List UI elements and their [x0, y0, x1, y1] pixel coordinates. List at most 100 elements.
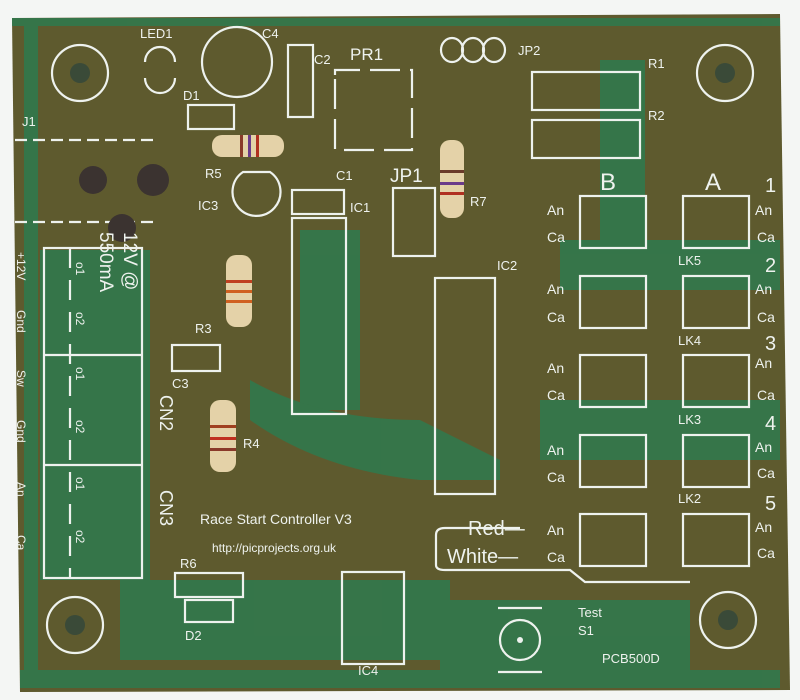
label-r4: R4: [243, 436, 260, 451]
pin-label-ca: Ca: [547, 387, 565, 403]
channel-4-label: 4: [765, 413, 776, 435]
column-b-label: B: [600, 169, 616, 196]
ic4-outline: [340, 570, 406, 666]
label-cn3: CN3: [156, 490, 176, 526]
diode-d1-outline: [186, 103, 236, 131]
label-ic4: IC4: [358, 663, 378, 678]
pin-label-ca: Ca: [757, 545, 775, 561]
pin-label-ca: Ca: [547, 549, 565, 565]
led-socket-outlines: [434, 194, 751, 584]
pin-label-an: An: [547, 522, 564, 538]
connector-label-sw: Sw: [14, 370, 28, 387]
capacitor-c1-outline: [290, 188, 346, 216]
resistors: [210, 135, 464, 472]
power-rating-line1: 12V @: [119, 232, 140, 290]
label-test: Test: [578, 605, 602, 620]
label-c3: C3: [172, 376, 189, 391]
led1-outline: [143, 45, 177, 95]
connector-label-12v: +12V: [14, 252, 28, 280]
pin-number: o2: [73, 420, 87, 434]
capacitor-c2-outline: [286, 43, 315, 119]
label-pr1: PR1: [350, 45, 383, 64]
connector-label-an: An: [14, 482, 28, 497]
label-s1: S1: [578, 623, 594, 638]
board-url: http://picprojects.org.uk: [212, 541, 337, 555]
channel-3-label: 3: [765, 333, 776, 355]
ic2-outline: [433, 276, 497, 496]
pin-label-ca: Ca: [757, 229, 775, 245]
pin-number: o2: [73, 312, 87, 326]
pin-label-an: An: [755, 439, 772, 455]
label-c2: C2: [314, 52, 331, 67]
connector-label-gnd: Gnd: [14, 310, 28, 333]
label-j1: J1: [22, 114, 36, 129]
channel-5-label: 5: [765, 493, 776, 515]
pin-label-ca: Ca: [547, 309, 565, 325]
label-jp2: JP2: [518, 43, 540, 58]
ic1-outline: [290, 216, 348, 416]
link-lk2-label: LK2: [678, 491, 701, 506]
pin-label-ca: Ca: [757, 465, 775, 481]
label-part-number: PCB500D: [602, 651, 660, 666]
column-a-label: A: [705, 169, 721, 196]
label-ic1: IC1: [350, 200, 370, 215]
label-c4: C4: [262, 26, 279, 41]
pin-label-an: An: [755, 202, 772, 218]
test-switch-s1: [498, 606, 542, 674]
pin-label-an: An: [547, 360, 564, 376]
pcb-board: [12, 14, 790, 692]
pin-label-an: An: [547, 281, 564, 297]
pin-label-ca: Ca: [547, 469, 565, 485]
label-r7: R7: [470, 194, 487, 209]
pin-label-an: An: [755, 281, 772, 297]
legend-red: Red—: [468, 518, 525, 540]
pin-label-an: An: [547, 442, 564, 458]
board-title: Race Start Controller V3: [200, 511, 352, 527]
link-lk3-label: LK3: [678, 412, 701, 427]
label-r1: R1: [648, 56, 665, 71]
label-jp1: JP1: [390, 166, 423, 187]
capacitor-c4-outline: [200, 25, 274, 99]
label-r6: R6: [180, 556, 197, 571]
label-c1: C1: [336, 168, 353, 183]
channel-1-label: 1: [765, 175, 776, 197]
label-cn2: CN2: [156, 395, 176, 431]
label-ic2: IC2: [497, 258, 517, 273]
label-r3: R3: [195, 321, 212, 336]
link-lk4-label: LK4: [678, 333, 701, 348]
label-led1: LED1: [140, 26, 173, 41]
pin-label-an: An: [755, 355, 772, 371]
pin-number: o1: [73, 262, 87, 276]
label-d2: D2: [185, 628, 202, 643]
pin-number: o1: [73, 367, 87, 381]
connector-label-gnd: Gnd: [14, 420, 28, 443]
label-d1: D1: [183, 88, 200, 103]
pin-label-ca: Ca: [757, 309, 775, 325]
jumper-jp2-outline: [439, 36, 507, 64]
jumper-jp1-outline: [391, 186, 437, 258]
resistor-r1-outline: [530, 70, 642, 112]
mounting-holes: [45, 43, 758, 655]
label-ic3: IC3: [198, 198, 218, 213]
capacitor-c3-outline: [170, 343, 222, 373]
diode-d2-outline: [183, 598, 235, 624]
label-r2: R2: [648, 108, 665, 123]
pin-label-ca: Ca: [547, 229, 565, 245]
channel-2-label: 2: [765, 255, 776, 277]
connector-cn2-cn3-outline: [42, 246, 144, 580]
resistor-r6-outline: [173, 571, 245, 599]
link-lk5-label: LK5: [678, 253, 701, 268]
resistor-r2-outline: [530, 118, 642, 160]
legend-white: White—: [447, 546, 518, 568]
label-r5: R5: [205, 166, 222, 181]
pin-label-an: An: [547, 202, 564, 218]
pin-number: o2: [73, 530, 87, 544]
pin-number: o1: [73, 477, 87, 491]
connector-label-ca: Ca: [14, 535, 28, 551]
power-rating-line2: 550mA: [95, 232, 116, 293]
pin-label-an: An: [755, 519, 772, 535]
preset-pr1-outline: [333, 68, 414, 152]
ic3-outline: [231, 170, 282, 217]
power-jack-j1: [15, 138, 169, 242]
